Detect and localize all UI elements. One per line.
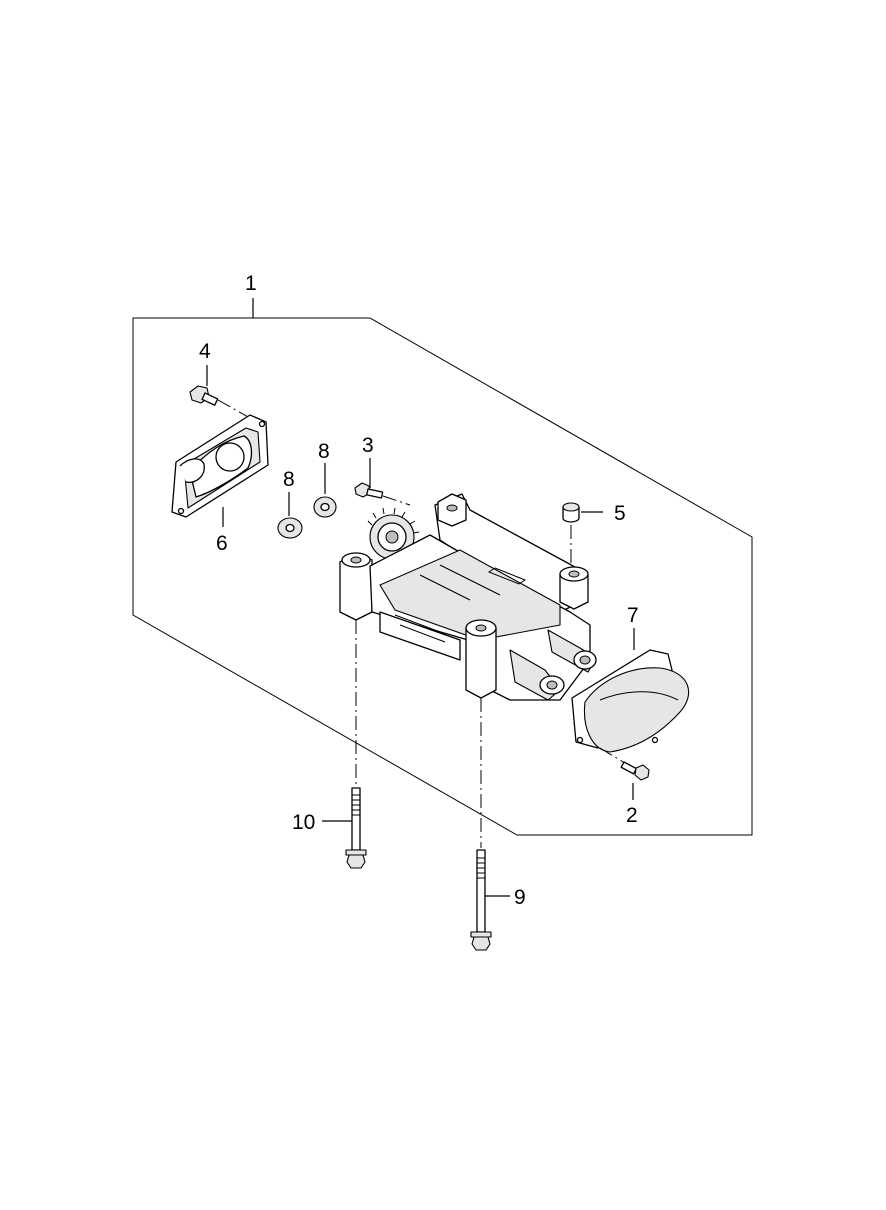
balance-shaft-housing: [339, 493, 597, 701]
callout-8-left: 8: [283, 468, 295, 491]
callout-1: 1: [245, 272, 257, 295]
part-2-bolt: [599, 747, 650, 800]
callout-2: 2: [626, 804, 638, 827]
part-4-bolt: [189, 365, 251, 419]
callout-4: 4: [199, 340, 211, 363]
assembly-boundary: [132, 317, 753, 836]
part-9-long-bolt: [470, 698, 510, 951]
part-6-cover-plate: [171, 414, 269, 527]
callout-9: 9: [514, 886, 526, 909]
part-3-bolt: [354, 458, 411, 506]
part-5-dowel: [562, 502, 603, 565]
part-7-end-cover: [571, 628, 690, 753]
part-8-washer-left: [277, 492, 303, 539]
part-8-washer-right: [313, 463, 337, 518]
callout-10: 10: [292, 811, 315, 834]
callout-5: 5: [614, 502, 626, 525]
callout-3: 3: [362, 434, 374, 457]
callout-7: 7: [627, 604, 639, 627]
callout-8-right: 8: [318, 440, 330, 463]
callout-6: 6: [216, 532, 228, 555]
part-10-long-bolt: [322, 620, 367, 869]
